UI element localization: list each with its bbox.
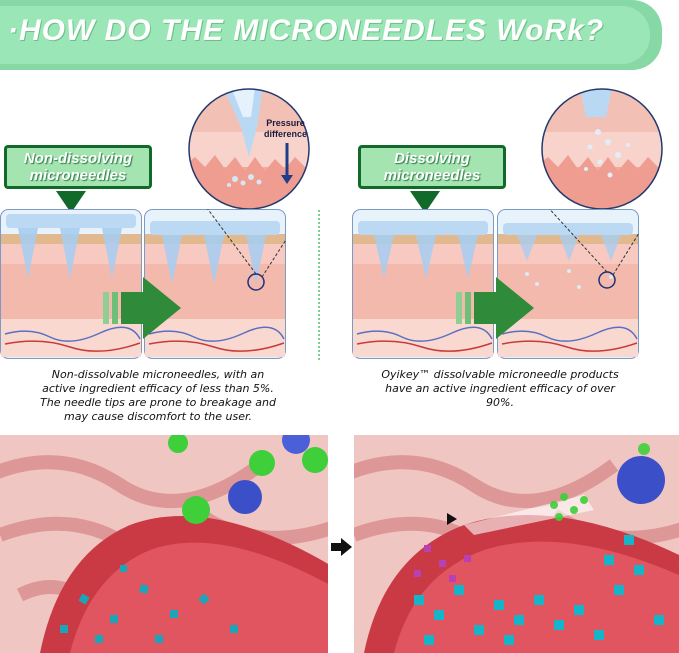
left-skin-panel-1 (0, 209, 142, 359)
left-caption-line2: active ingredient efficacy of less than … (42, 382, 274, 395)
left-skin-panel-2 (144, 209, 286, 359)
right-caption-line1: Oyikey™ dissolvable microneedle products (381, 368, 619, 381)
center-divider (318, 210, 320, 360)
left-caption-line1: Non-dissolvable microneedles, with an (51, 368, 265, 381)
left-magnifier (188, 88, 310, 210)
pressure-line2: difference (264, 129, 308, 139)
left-caption-line4: may cause discomfort to the user. (64, 410, 252, 423)
left-caption: Non-dissolvable microneedles, with an ac… (0, 368, 316, 424)
callout-pointer-right (410, 191, 440, 213)
pressure-line1: Pressure (266, 118, 305, 128)
left-arrow-icon (103, 277, 181, 339)
dissolving-line2: microneedles (383, 167, 481, 184)
right-caption-line2: have an active ingredient efficacy of ov… (385, 382, 615, 395)
left-caption-line3: The needle tips are prone to breakage an… (40, 396, 276, 409)
pressure-difference-label: Pressure difference (264, 118, 307, 140)
vessel-illustration-after (354, 435, 679, 653)
inline-arrow-icon (447, 513, 457, 525)
dissolving-line1: Dissolving (394, 150, 470, 167)
right-caption: Oyikey™ dissolvable microneedle products… (340, 368, 660, 410)
header-inner (0, 6, 650, 64)
right-magnifier (541, 88, 663, 210)
vessel-illustration-before (0, 435, 328, 653)
right-arrow-icon (456, 277, 534, 339)
next-arrow-icon (331, 538, 352, 556)
right-caption-line3: 90%. (486, 396, 514, 409)
non-dissolving-callout: Non-dissolving microneedles (4, 145, 152, 189)
non-dissolving-line1: Non-dissolving (23, 150, 133, 167)
header-banner: ·HOW DO THE MICRONEEDLES WoRk? (0, 0, 662, 70)
page-title: ·HOW DO THE MICRONEEDLES WoRk? (8, 14, 605, 47)
dissolving-callout: Dissolving microneedles (358, 145, 506, 189)
non-dissolving-line2: microneedles (29, 167, 127, 184)
callout-pointer (56, 191, 86, 213)
